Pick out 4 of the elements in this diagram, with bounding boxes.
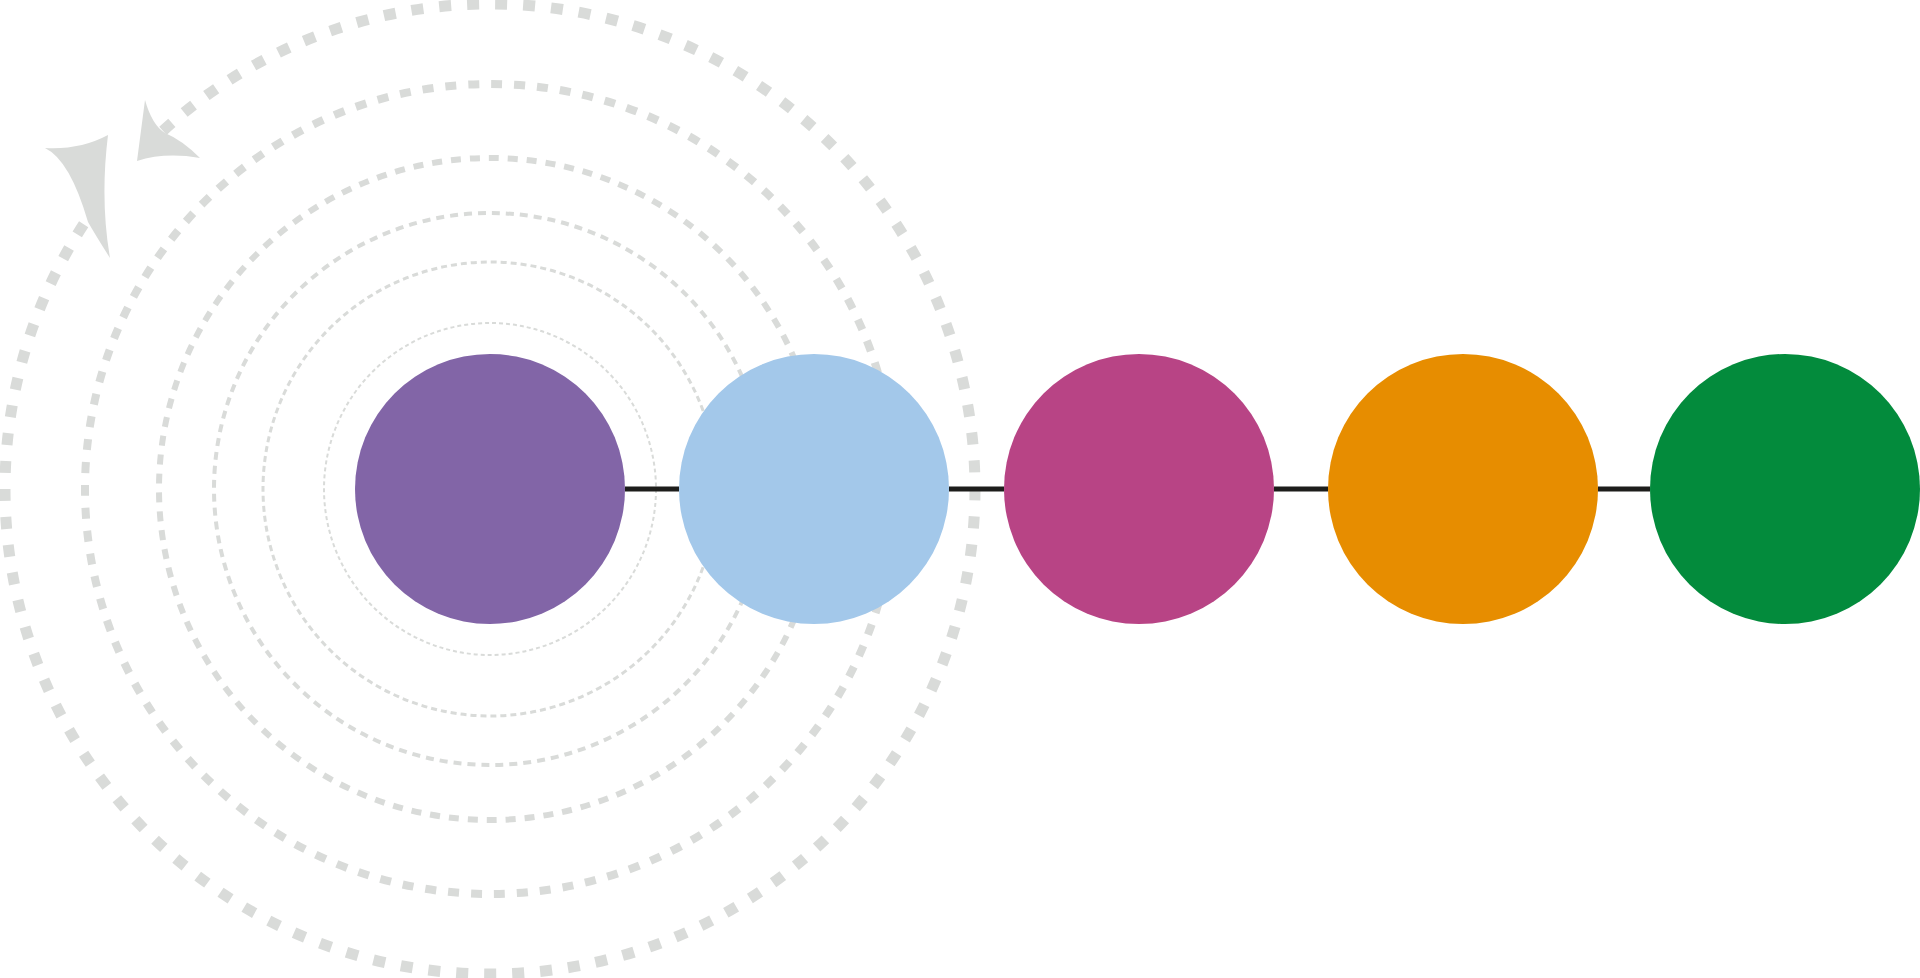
connector-line xyxy=(1274,486,1328,492)
connector-line xyxy=(625,486,679,492)
connector-line xyxy=(949,486,1004,492)
connector-line xyxy=(1598,486,1650,492)
